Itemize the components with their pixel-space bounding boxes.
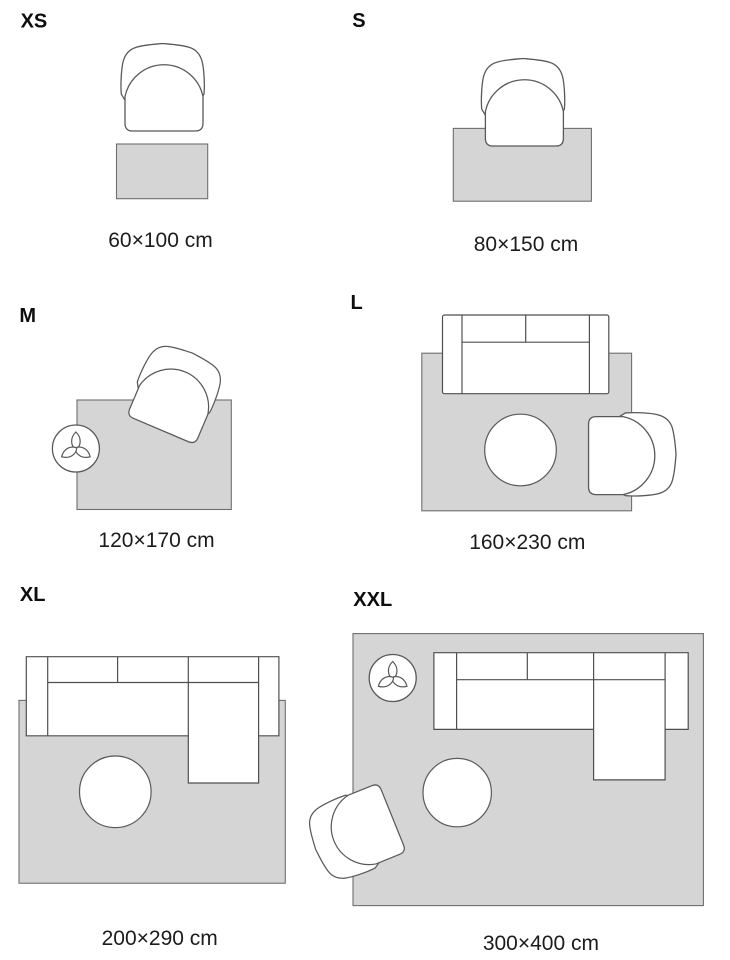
svg-text:XXL: XXL: [353, 589, 392, 611]
svg-text:120×170 cm: 120×170 cm: [98, 529, 214, 552]
svg-text:S: S: [352, 10, 365, 32]
svg-text:60×100 cm: 60×100 cm: [108, 229, 213, 252]
svg-text:300×400 cm: 300×400 cm: [483, 932, 599, 955]
svg-text:200×290 cm: 200×290 cm: [102, 927, 218, 950]
svg-text:XL: XL: [20, 584, 46, 606]
svg-text:L: L: [351, 292, 363, 314]
svg-text:160×230 cm: 160×230 cm: [469, 531, 585, 554]
svg-text:XS: XS: [21, 11, 48, 33]
svg-text:M: M: [19, 305, 36, 327]
svg-text:80×150 cm: 80×150 cm: [474, 233, 579, 256]
